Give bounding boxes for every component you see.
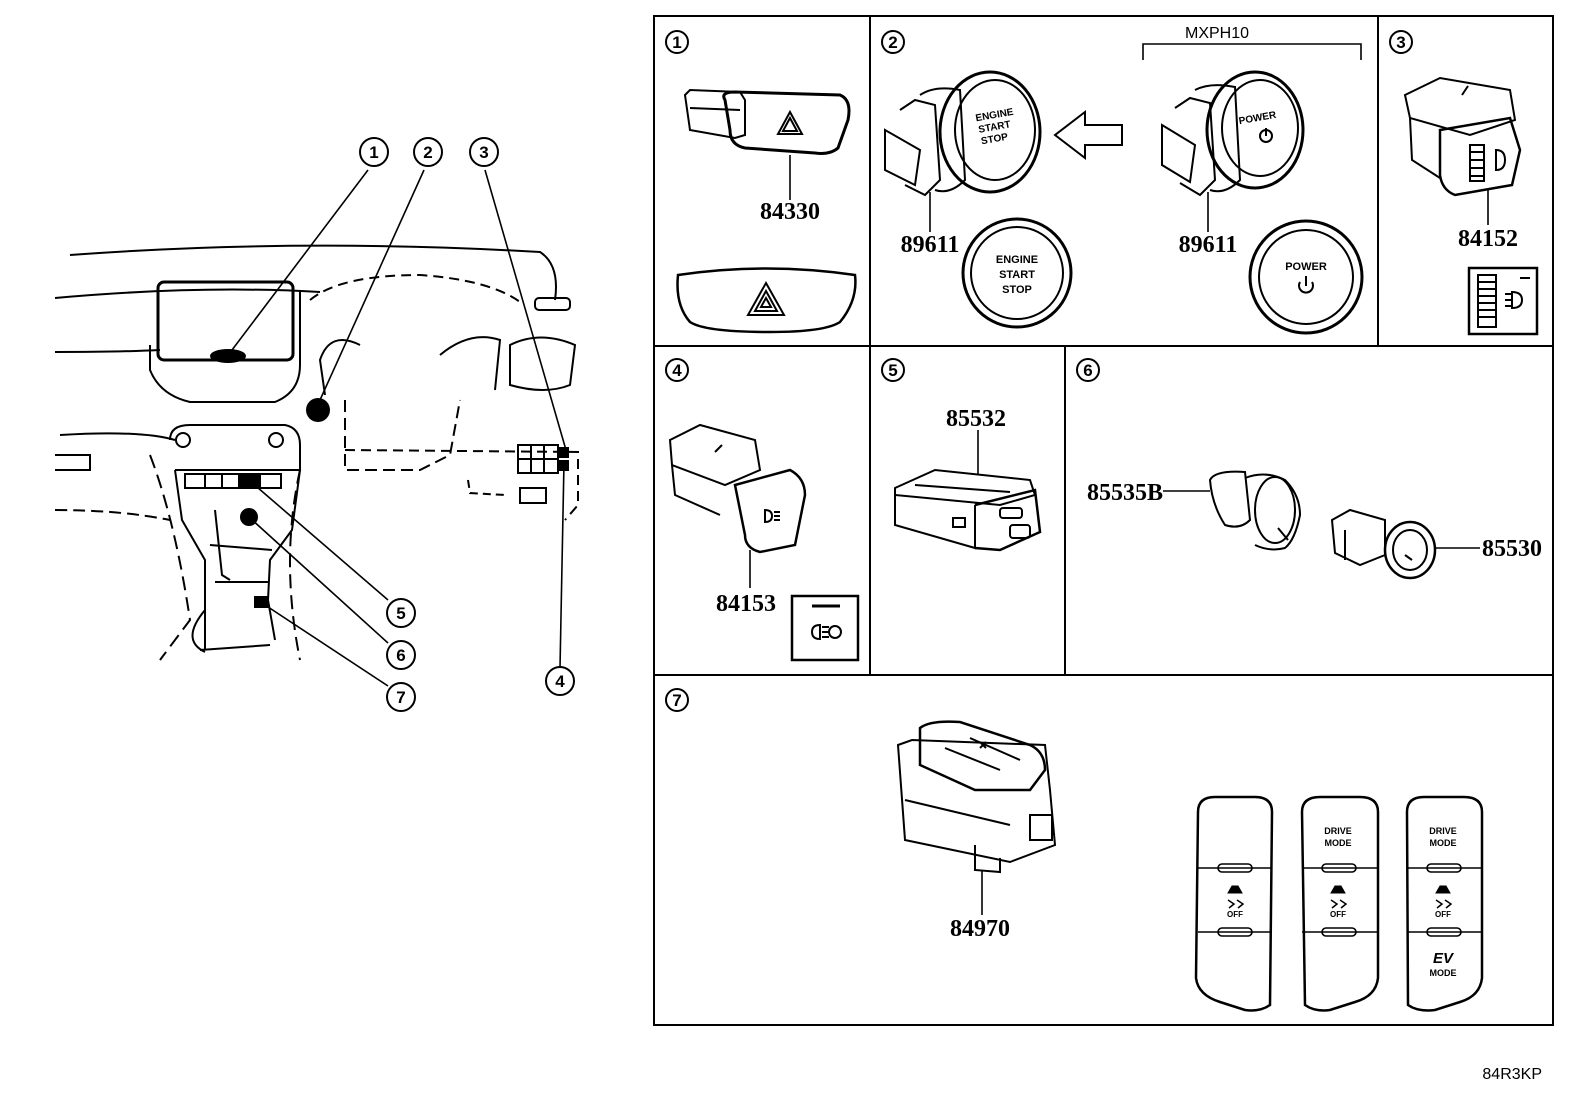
- panel-power-outlets: 6 85535B 85530: [1076, 358, 1542, 580]
- outlet-cover-icon: [1208, 470, 1302, 551]
- vsc-off-button-face-icon: [1194, 795, 1274, 1012]
- svg-text:ENGINE: ENGINE: [996, 254, 1038, 266]
- panel-headlamp-leveling-switch: 3 84152: [1389, 30, 1539, 336]
- svg-text:MODE: MODE: [1430, 838, 1457, 848]
- svg-text:3: 3: [479, 143, 488, 162]
- svg-text:DRIVE: DRIVE: [1429, 826, 1457, 836]
- svg-text:OFF: OFF: [1330, 910, 1346, 919]
- leveling-switch-face-icon: [1467, 266, 1539, 336]
- power-switch-body-icon: [1161, 70, 1305, 197]
- svg-text:STOP: STOP: [1002, 284, 1032, 296]
- power-button-face-icon: [1248, 219, 1364, 335]
- svg-text:84970: 84970: [950, 916, 1010, 942]
- drive-mode-switch-body-icon: [896, 720, 1057, 874]
- svg-text:85530: 85530: [1482, 536, 1542, 562]
- callout-leaders: [231, 169, 567, 687]
- panel-drive-mode-switch: 7 84970 OFF: [665, 688, 1484, 1012]
- svg-text:MODE: MODE: [1325, 838, 1352, 848]
- drive-mode-button-face-icon: [1300, 795, 1380, 1012]
- svg-text:7: 7: [396, 688, 405, 707]
- panel-engine-start-switch: 2 MXPH10 ENGINE START STOP POWER: [881, 25, 1364, 335]
- svg-text:START: START: [999, 269, 1035, 281]
- panel-auto-high-beam-switch: 4 84153: [665, 358, 860, 662]
- engine-start-button-face-icon: [961, 217, 1073, 329]
- callout-7: 7: [386, 682, 416, 712]
- ev-mode-button-face-icon: [1405, 795, 1484, 1012]
- dashboard-overview: [54, 244, 579, 661]
- high-beam-switch-body-icon: [668, 423, 807, 554]
- svg-text:EV: EV: [1433, 950, 1455, 967]
- svg-text:7: 7: [672, 691, 681, 710]
- svg-text:85535B: 85535B: [1087, 480, 1163, 506]
- svg-text:5: 5: [888, 361, 897, 380]
- callout-5: 5: [386, 598, 416, 628]
- callout-4: 4: [545, 666, 575, 696]
- svg-text:STOP: STOP: [980, 132, 1009, 148]
- svg-text:POWER: POWER: [1285, 261, 1327, 273]
- parts-grid: [653, 15, 1554, 1026]
- engine-start-switch-body-icon: [884, 70, 1042, 197]
- callout-6: 6: [386, 640, 416, 670]
- svg-text:2: 2: [423, 143, 432, 162]
- replaced-by-arrow-icon: [1053, 109, 1123, 161]
- svg-text:84152: 84152: [1458, 226, 1518, 252]
- diagram-reference-code: 84R3KP: [1482, 1066, 1542, 1083]
- svg-text:DRIVE: DRIVE: [1324, 826, 1352, 836]
- charge-switch-body-icon: [894, 468, 1042, 552]
- svg-text:3: 3: [1396, 33, 1405, 52]
- svg-text:84153: 84153: [716, 591, 776, 617]
- callout-3: 3: [469, 137, 499, 167]
- dash-display: [156, 280, 295, 362]
- svg-text:MODE: MODE: [1430, 968, 1457, 978]
- hazard-switch-body-icon: [683, 88, 851, 155]
- callout-1: 1: [359, 137, 389, 167]
- svg-text:6: 6: [396, 646, 405, 665]
- svg-text:POWER: POWER: [1238, 110, 1278, 128]
- svg-text:1: 1: [672, 33, 681, 52]
- svg-text:4: 4: [672, 361, 682, 380]
- panel-charge-switch: 5 85532: [881, 358, 1042, 552]
- panel-hazard-switch: 1 84330: [665, 30, 857, 334]
- variant-label: MXPH10: [1185, 25, 1249, 42]
- svg-text:85532: 85532: [946, 406, 1006, 432]
- callout-2: 2: [413, 137, 443, 167]
- svg-text:1: 1: [369, 143, 378, 162]
- svg-text:2: 2: [888, 33, 897, 52]
- high-beam-switch-face-icon: [790, 594, 860, 662]
- svg-text:84330: 84330: [760, 199, 820, 225]
- svg-text:4: 4: [555, 672, 565, 691]
- svg-text:OFF: OFF: [1227, 910, 1243, 919]
- svg-text:89611: 89611: [901, 232, 960, 258]
- svg-text:5: 5: [396, 604, 405, 623]
- leveling-switch-body-icon: [1403, 76, 1522, 197]
- outlet-socket-icon: [1330, 508, 1437, 580]
- svg-text:89611: 89611: [1179, 232, 1238, 258]
- hazard-button-face-icon: [676, 267, 857, 334]
- svg-text:OFF: OFF: [1435, 910, 1451, 919]
- svg-text:6: 6: [1083, 361, 1092, 380]
